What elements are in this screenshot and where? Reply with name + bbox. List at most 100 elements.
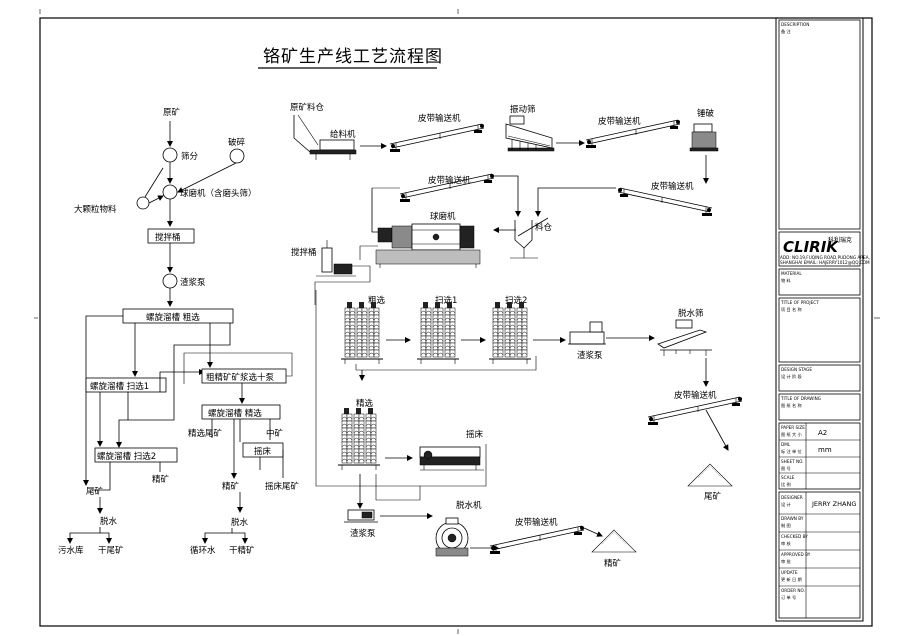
- middling-label: 中矿: [266, 428, 284, 439]
- tailing-label: 尾矿: [86, 486, 104, 497]
- belt-conveyor-6: [489, 525, 585, 555]
- ball-mill-label: 球磨机（含磨头筛）: [180, 188, 257, 199]
- ball-mill-icon: [375, 223, 481, 268]
- dewater-screen-label: 脱水筛: [678, 308, 704, 319]
- concentrate-label: 精矿: [604, 558, 622, 569]
- spiral-bank-scav2: [489, 302, 531, 364]
- brand-cn: 科利瑞克: [828, 236, 852, 244]
- stage-value: 设 计 阶 段: [781, 373, 803, 380]
- brand-name: CLIRIK: [783, 238, 839, 256]
- dry-concentrate-label: 干精矿: [229, 545, 255, 556]
- belt-label-4: 皮带输送机: [428, 175, 471, 186]
- dewater-screen-icon: [657, 319, 712, 356]
- slurry-pump-icon-2: [344, 509, 378, 523]
- scale-label: SCALE: [781, 475, 795, 480]
- approved-by-label: APPROVED BY: [781, 552, 811, 557]
- scale-cn: 比 例: [781, 481, 791, 488]
- right-equipment-diagram: 原矿料仓 给料机 皮带输送机 振动筛 皮带输送机 锤破: [290, 102, 743, 569]
- clean-label: 精选: [356, 398, 374, 409]
- dml-label: DML: [781, 442, 791, 447]
- scav1-label: 扫选1: [435, 295, 457, 306]
- checked-by-cn: 审 核: [781, 540, 792, 547]
- rough-concentrate-label: 粗精矿矿浆选十泵: [206, 372, 275, 383]
- dewater-label-2: 脱水: [231, 517, 249, 528]
- checked-by-label: CHECKED BY: [781, 534, 808, 539]
- clean-tail-label: 精选尾矿: [188, 428, 223, 439]
- dewater-machine-label: 脱水机: [456, 500, 482, 511]
- ball-mill-label-right: 球磨机: [430, 211, 456, 222]
- description-value: 备 注: [781, 28, 792, 35]
- material-label: MATERIAL: [781, 271, 802, 276]
- belt-label-6: 皮带输送机: [515, 517, 558, 528]
- spiral-scav2-label: 螺旋溜槽 扫选2: [97, 451, 156, 462]
- paper-size-value: A2: [818, 429, 827, 437]
- spiral-scav2-box: [94, 447, 178, 463]
- mixer-icon: [316, 240, 356, 277]
- sheet-no-label: SHEET NO.: [781, 459, 804, 464]
- spiral-clean-label: 螺旋溜槽 精选: [208, 408, 262, 419]
- order-no-label: ORDER NO.: [781, 588, 805, 593]
- paper-size-label: PAPER SIZE: [781, 425, 805, 430]
- drawn-by-cn: 制 图: [781, 522, 791, 529]
- approved-by-cn: 审 批: [781, 558, 792, 565]
- designer-value: JERRY ZHANG: [811, 500, 856, 508]
- company-logo: CLIRIK 科利瑞克: [783, 236, 852, 256]
- dewatering-machine-icon: [435, 517, 469, 557]
- raw-bin-icon: [293, 114, 357, 160]
- hammer-label: 锤破: [697, 108, 715, 119]
- shaking-table-icon: [419, 446, 484, 471]
- order-no-cn: 订 单 号: [781, 594, 796, 601]
- ball-mill-node: [162, 184, 178, 200]
- silo-label: 料仓: [535, 222, 553, 233]
- drawing-title: 铬矿生产线工艺流程图: [263, 47, 443, 67]
- recycle-water-label: 循环水: [190, 545, 216, 556]
- dml-cn: 标 注 单 位: [781, 448, 802, 455]
- slurry-pump-node: [162, 273, 178, 289]
- belt-label-1: 皮带输送机: [418, 113, 461, 124]
- crushing-label: 破碎: [228, 137, 246, 148]
- left-flowchart: 原矿 筛分 破碎 球磨机（含磨头筛） 大颗粒物料 搅拌桶 渣浆泵 螺旋溜槽 粗选…: [58, 107, 300, 556]
- vib-screen-label: 振动筛: [510, 104, 536, 115]
- tailing-pile-icon: [687, 463, 733, 487]
- dml-value: mm: [818, 446, 832, 454]
- belt-conveyor-5: [647, 396, 743, 426]
- dry-tailing-label: 干尾矿: [98, 545, 124, 556]
- slurry-pump-label-1: 渣浆泵: [577, 350, 603, 361]
- paper-size-cn: 图 纸 大 小: [781, 431, 803, 438]
- address-line-2: SHANGHAI EMAIL: HAJERRY1012@QQ.COM: [780, 260, 870, 265]
- update-cn: 更 新 日 期: [781, 576, 802, 583]
- belt-label-5: 皮带输送机: [674, 390, 717, 401]
- description-label: DESCRIPTION: [781, 22, 809, 27]
- project-label: TITLE OF PROJECT: [780, 300, 819, 305]
- rough-label: 粗选: [368, 295, 386, 306]
- spiral-bank-clean: [338, 408, 380, 470]
- sewage-pool-label: 污水库: [58, 545, 84, 556]
- slurry-pump-label-2: 渣浆泵: [350, 528, 376, 539]
- spiral-scav1-label: 螺旋溜槽 扫选1: [90, 381, 149, 392]
- project-value: 项 目 名 称: [781, 306, 802, 313]
- large-particle-node: [136, 196, 150, 210]
- drawn-by-label: DRAWN BY: [781, 516, 804, 521]
- raw-ore-label: 原矿: [163, 107, 181, 118]
- drawing-label: TITLE OF DRAWING: [780, 396, 821, 401]
- belt-label-2: 皮带输送机: [598, 116, 641, 127]
- fine-ore-label-1: 精矿: [222, 481, 240, 492]
- mixing-tank-box: [147, 228, 195, 244]
- screen-node: [162, 147, 178, 163]
- slurry-pump-label: 渣浆泵: [180, 277, 206, 288]
- slurry-pump-icon-1: [568, 321, 606, 345]
- scav2-label: 扫选2: [505, 295, 527, 306]
- hammer-crusher-icon: [689, 123, 719, 152]
- spiral-scav1-box: [85, 377, 167, 393]
- sheet-no-cn: 图 号: [781, 466, 791, 472]
- silo-icon: [510, 217, 549, 259]
- drawing-border: [39, 17, 873, 627]
- drawing-value: 图 纸 名 称: [781, 402, 802, 409]
- fine-ore-label-2: 精矿: [152, 474, 170, 485]
- table-tail-label: 摇床尾矿: [265, 481, 300, 492]
- vibrating-screen-icon: [505, 115, 555, 152]
- material-value: 物 料: [781, 277, 792, 284]
- address-line-1: ADD: NO.19,FUQING ROAD,PUDONG AREA,: [780, 255, 870, 260]
- table-label-right: 摇床: [466, 429, 484, 440]
